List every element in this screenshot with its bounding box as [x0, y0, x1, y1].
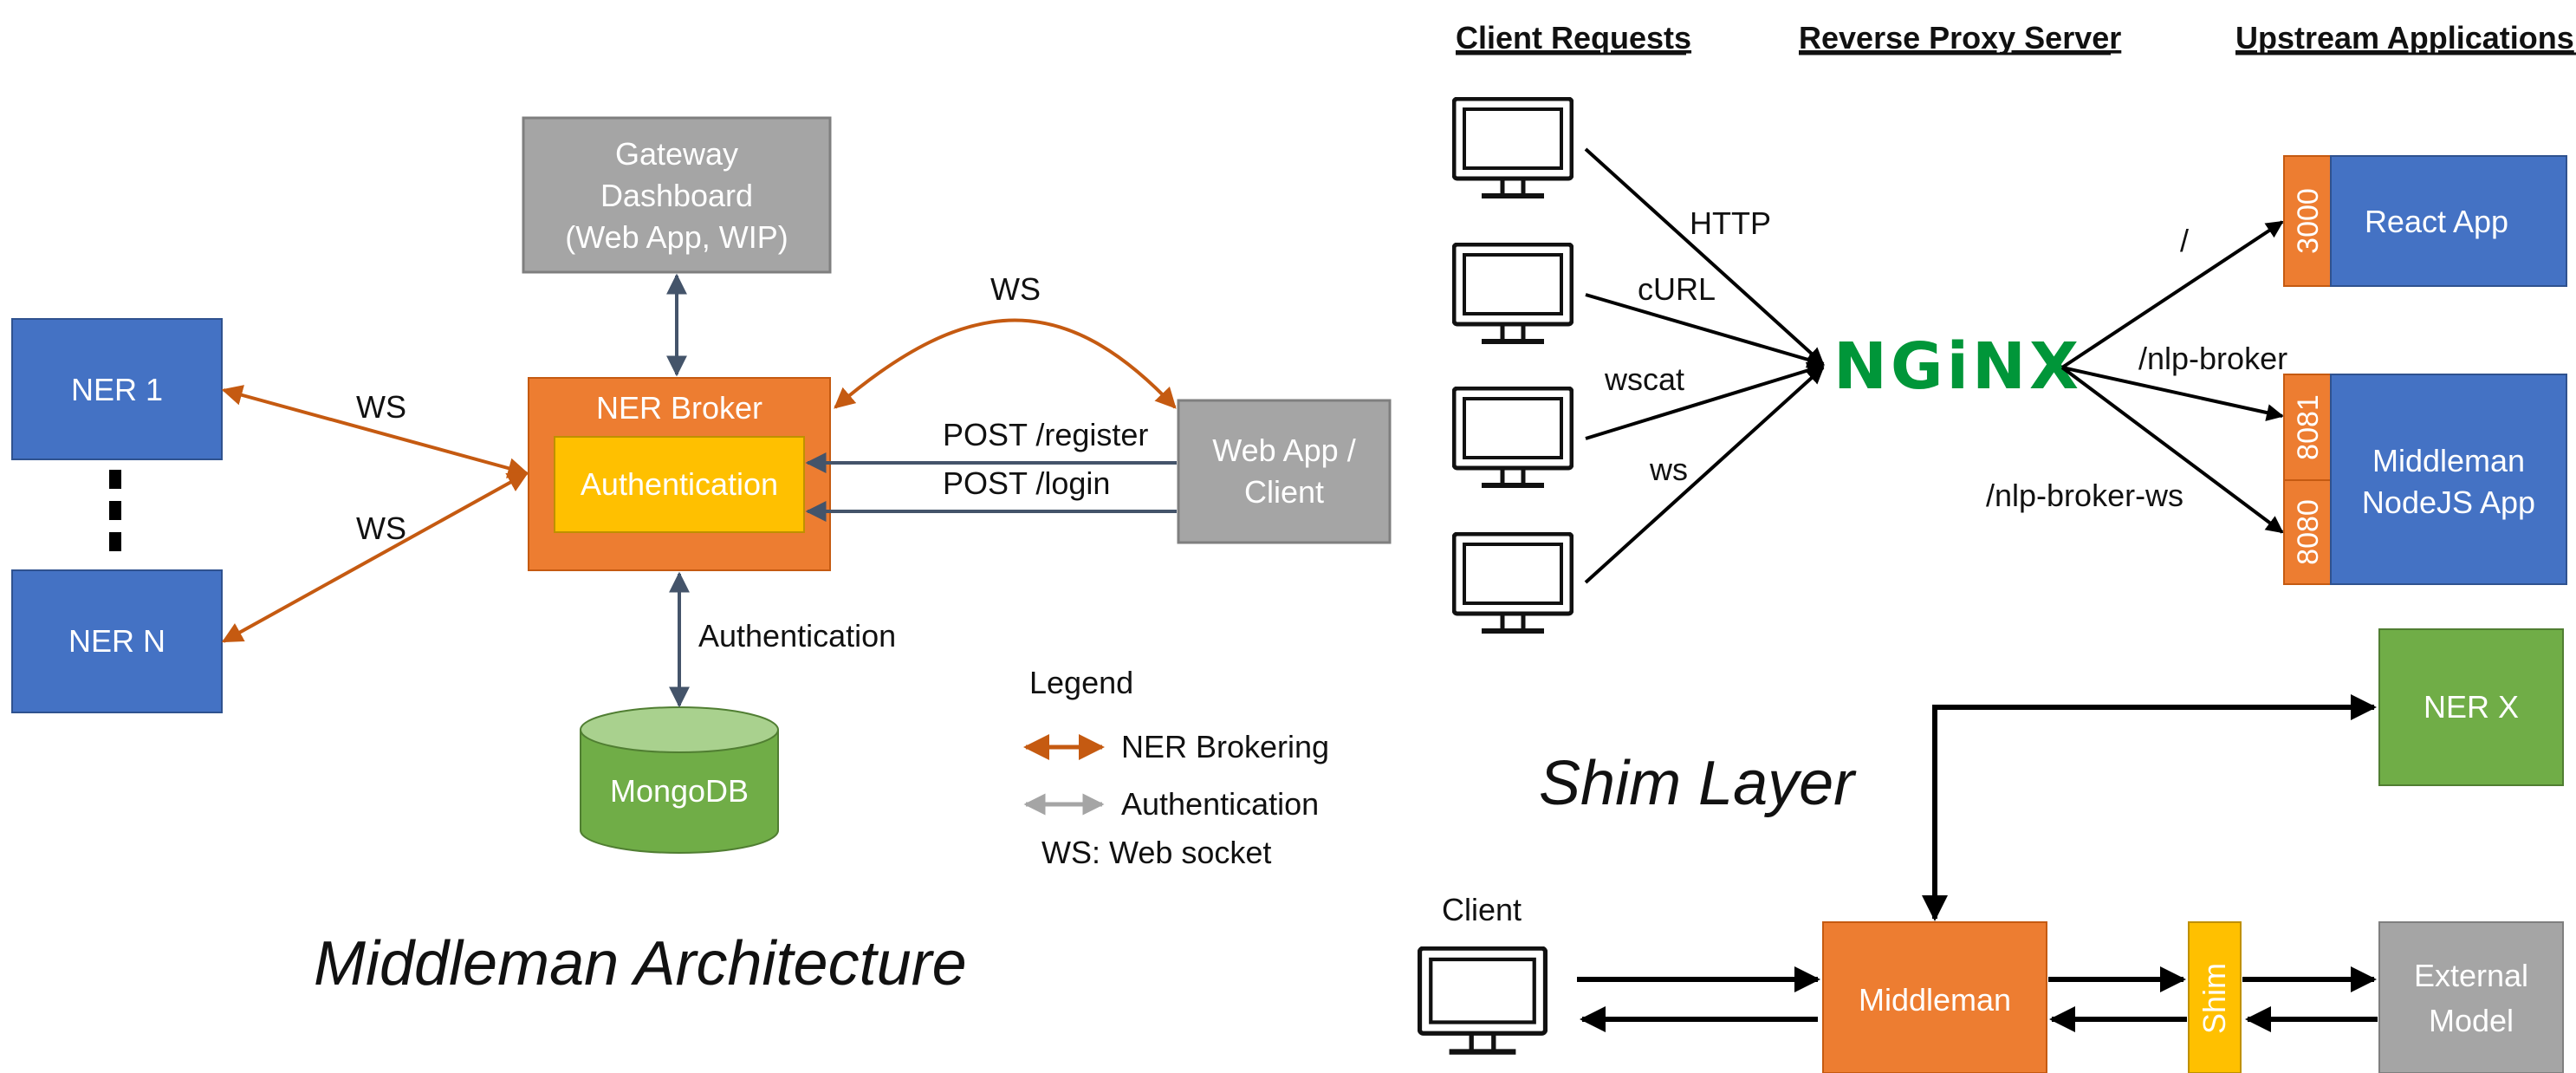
port-8081-label: 8081: [2292, 394, 2325, 460]
react-app-label: React App: [2365, 204, 2508, 239]
port-8080-tab: [2283, 479, 2332, 585]
webapp-client-node: Web App / Client: [1177, 399, 1392, 544]
legend-ner-label: NER Brokering: [1121, 729, 1329, 764]
header-client-requests: Client Requests: [1456, 20, 1691, 55]
ner1-label: NER 1: [71, 372, 163, 407]
external-model-line-1: External: [2414, 958, 2528, 993]
http-request-line: [1584, 147, 1825, 366]
authentication-box-label: Authentication: [581, 466, 778, 502]
port-8081-tab: [2283, 374, 2332, 481]
gateway-dashboard-node: Gateway Dashboard (Web App, WIP): [522, 116, 832, 274]
react-app-node: 3000 React App: [2283, 155, 2567, 287]
post-login-label: POST /login: [943, 465, 1110, 501]
monitor-icon: [1454, 99, 1572, 196]
external-model-line-2: Model: [2429, 1003, 2514, 1038]
middleman-ner-x-connector: [1922, 694, 2377, 921]
ws-label-ner1: WS: [356, 389, 406, 425]
middleman-app-line-2: NodeJS App: [2362, 484, 2535, 520]
shim-middleman-node: Middleman: [1822, 921, 2047, 1073]
header-upstream: Upstream Applications: [2235, 20, 2574, 55]
ws-arrow-ner1: [221, 385, 529, 478]
ws-arrow-nern: [221, 471, 529, 643]
shim-node: Shim: [2188, 921, 2242, 1073]
ner-x-label: NER X: [2424, 689, 2519, 725]
legend-auth-label: Authentication: [1121, 786, 1319, 822]
shim-layer-title: Shim Layer: [1539, 749, 1857, 818]
post-register-label: POST /register: [943, 417, 1148, 452]
route-root-line: [2060, 220, 2284, 369]
shim-layer-panel: Shim Layer Client NER X Middleman Shim E…: [1419, 628, 2564, 1073]
ellipsis-dots: [109, 470, 121, 551]
middleman-architecture-panel: NER 1 NER N Gateway Dashboard (Web App, …: [11, 116, 1392, 998]
monitor-icon: [1454, 388, 1572, 485]
nern-label: NER N: [68, 623, 165, 659]
ner1-node: NER 1: [11, 318, 223, 460]
auth-arrow-label: Authentication: [698, 618, 896, 654]
mongodb-label: MongoDB: [610, 773, 749, 809]
route-nlp-broker-ws-label: /nlp-broker-ws: [1986, 478, 2183, 513]
ner-x-node: NER X: [2378, 628, 2564, 786]
monitor-icon: [1454, 244, 1572, 341]
legend: Legend NER Brokering Authentication WS: …: [1023, 665, 1329, 870]
port-3000-tab: [2283, 155, 2332, 287]
external-model-node: External Model: [2378, 921, 2564, 1073]
curl-request-line: [1585, 293, 1825, 368]
shim-label: Shim: [2196, 963, 2232, 1034]
route-nlp-broker-ws-line: [2060, 366, 2284, 534]
monitor-icon: [1454, 534, 1572, 631]
middleman-architecture-title: Middleman Architecture: [314, 929, 967, 998]
curl-label: cURL: [1638, 271, 1716, 307]
ner-broker-node: NER Broker Authentication: [528, 377, 831, 571]
shim-client-label: Client: [1442, 892, 1522, 927]
ner-broker-label: NER Broker: [596, 390, 762, 426]
reverse-proxy-panel: Client Requests Reverse Proxy Server Ups…: [1454, 20, 2576, 631]
ws-label-webapp: WS: [990, 271, 1041, 307]
ws-request-line: [1584, 366, 1825, 584]
wscat-request-line: [1585, 361, 1825, 440]
nginx-logo: NGiNX: [1833, 329, 2082, 404]
wscat-label: wscat: [1604, 361, 1684, 397]
monitor-icon: [1419, 948, 1545, 1051]
http-label: HTTP: [1690, 205, 1771, 241]
route-nlp-broker-label: /nlp-broker: [2138, 341, 2287, 376]
ws-label: ws: [1649, 452, 1688, 487]
gateway-line-3: (Web App, WIP): [565, 219, 788, 255]
route-root-label: /: [2180, 223, 2189, 258]
middleman-app-line-1: Middleman: [2372, 443, 2525, 478]
mongodb-node: MongoDB: [580, 706, 779, 854]
shim-middleman-label: Middleman: [1859, 982, 2011, 1018]
port-3000-label: 3000: [2292, 188, 2325, 254]
port-8080-label: 8080: [2292, 499, 2325, 565]
webapp-line-1: Web App /: [1212, 432, 1355, 468]
legend-title: Legend: [1029, 665, 1133, 700]
gateway-line-1: Gateway: [615, 136, 738, 172]
gateway-line-2: Dashboard: [600, 178, 753, 213]
ws-arrow-webapp: [834, 318, 1177, 409]
middleman-nodejs-node: 8081 8080 Middleman NodeJS App: [2283, 374, 2567, 585]
nern-node: NER N: [11, 569, 223, 713]
authentication-box: [554, 436, 805, 533]
legend-ws-note: WS: Web socket: [1041, 835, 1271, 870]
ws-label-nern: WS: [356, 510, 406, 546]
route-nlp-broker-line: [2061, 366, 2284, 421]
webapp-line-2: Client: [1244, 474, 1324, 510]
header-reverse-proxy: Reverse Proxy Server: [1799, 20, 2121, 55]
